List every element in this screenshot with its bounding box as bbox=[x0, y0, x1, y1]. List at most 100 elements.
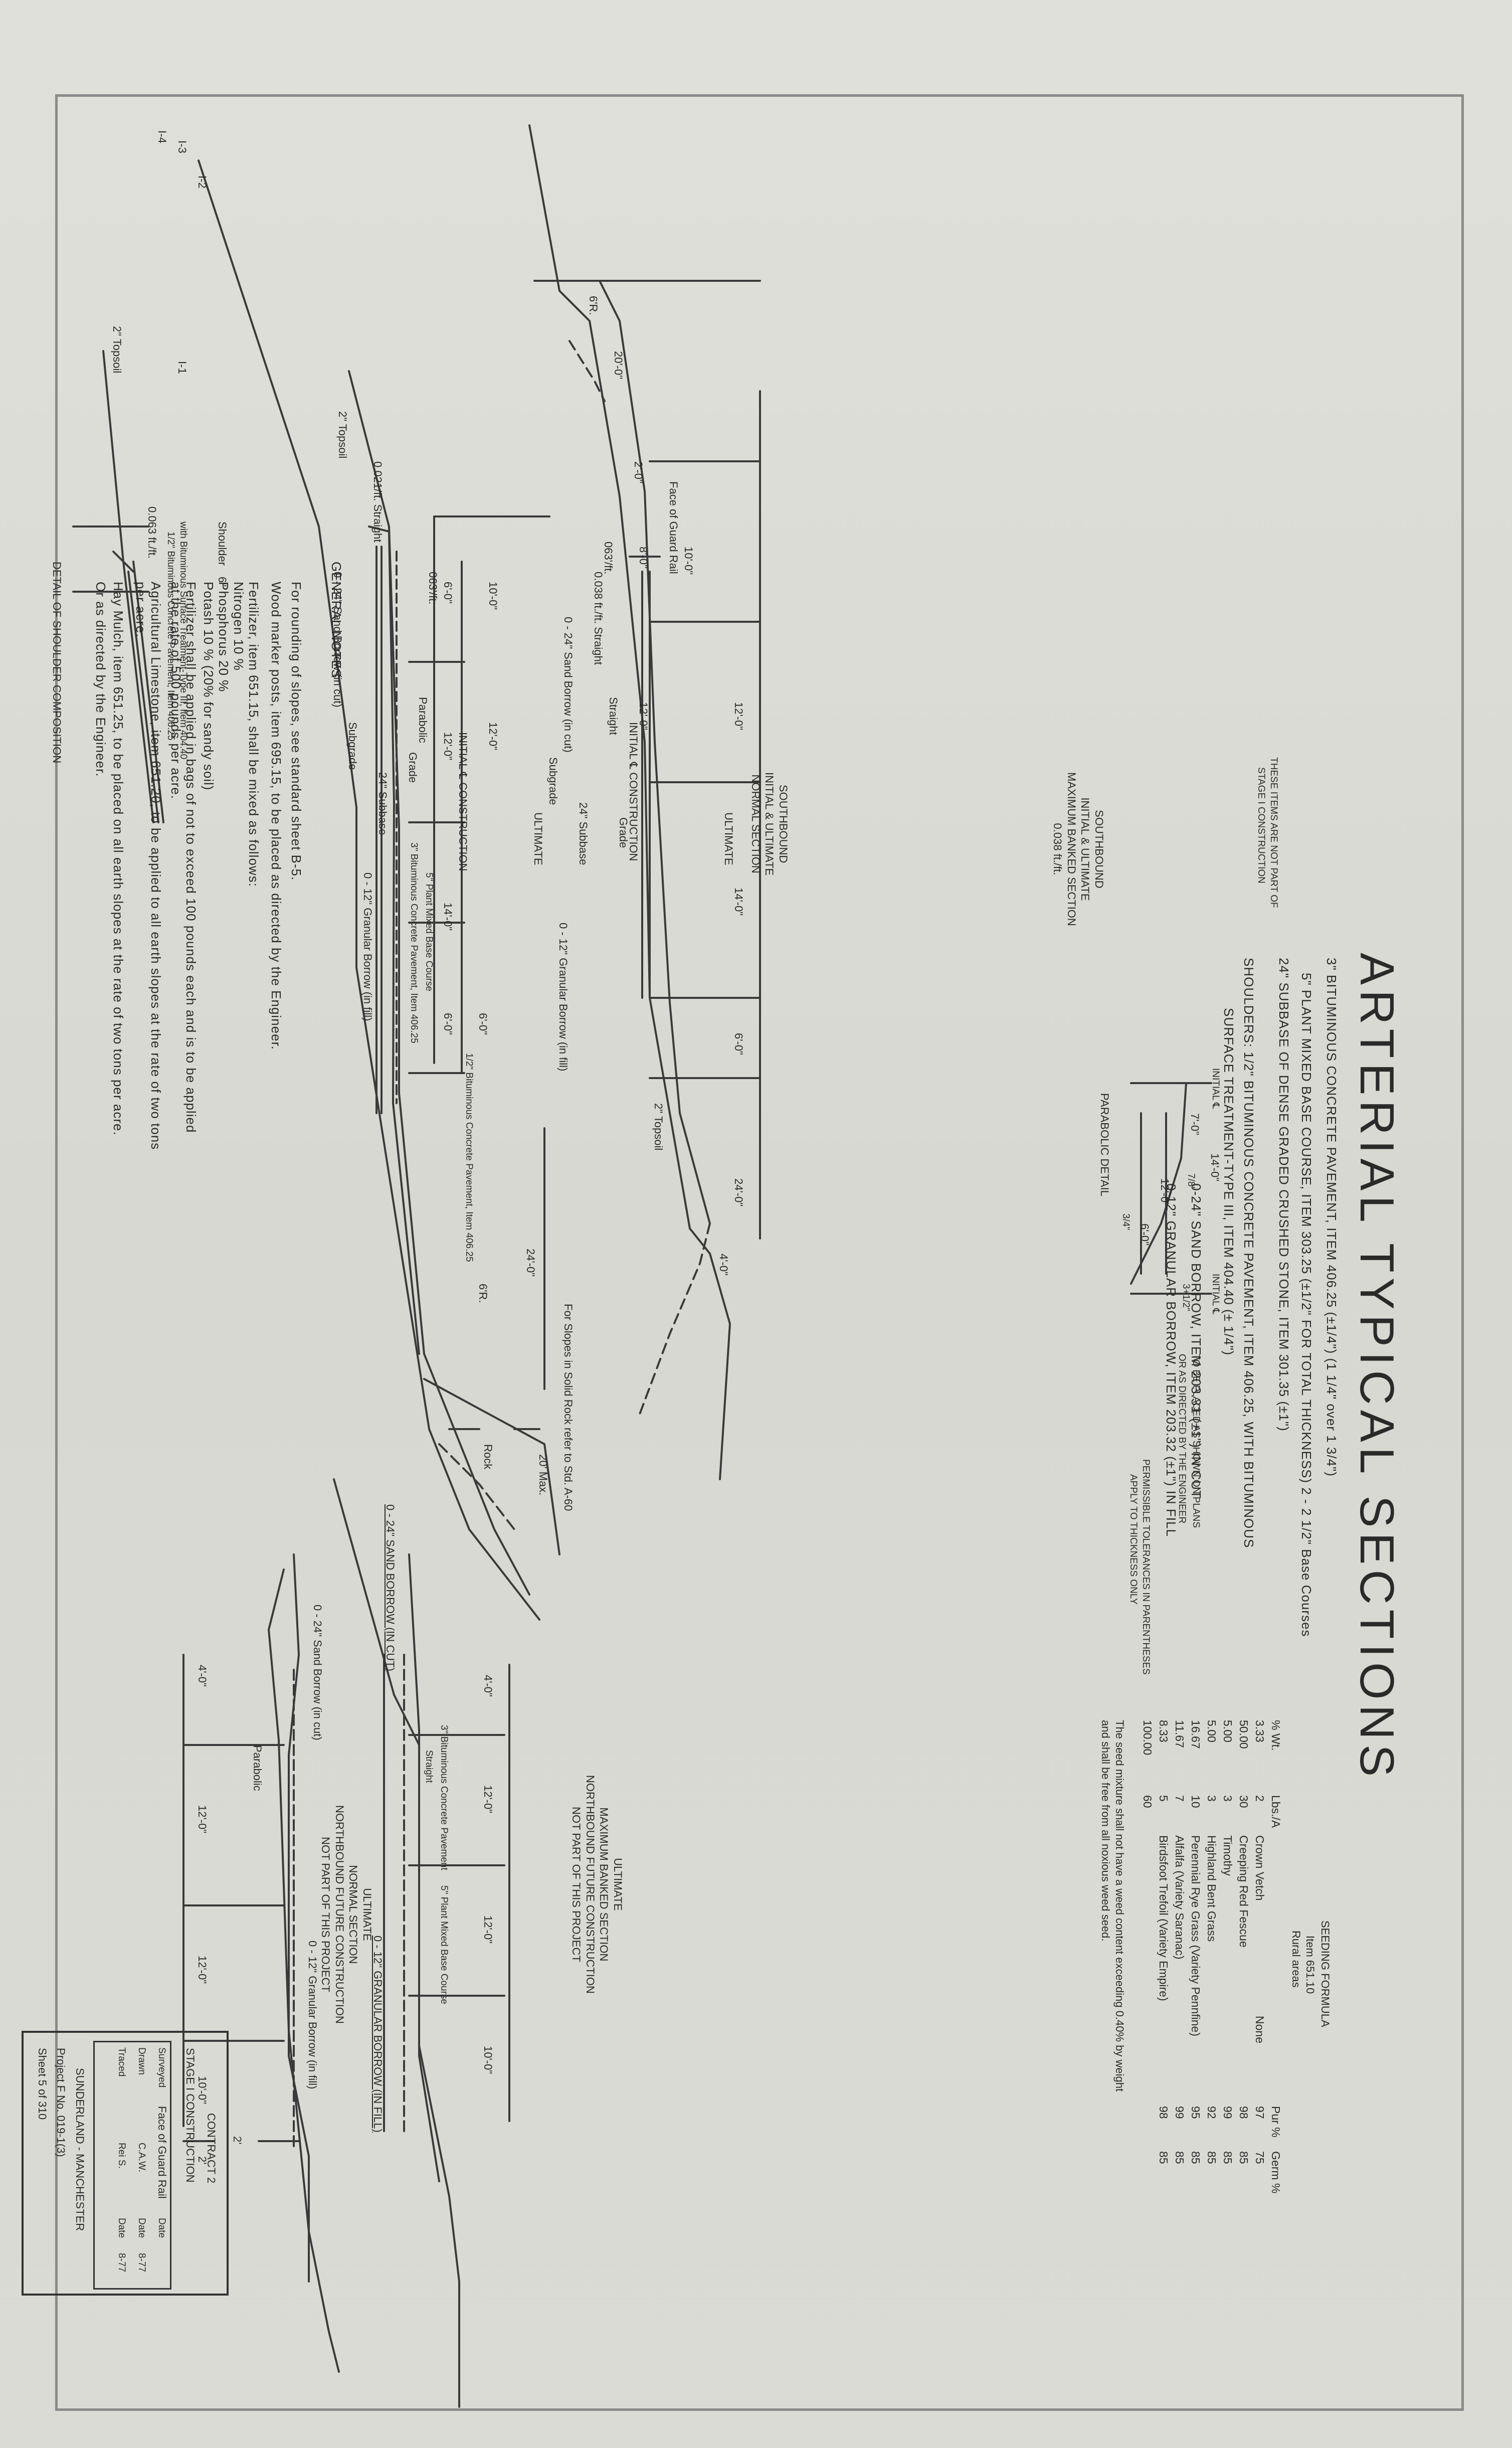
nb-banked-base: 5" Plant Mixed Base Course bbox=[439, 1885, 449, 2004]
tolerance-note-2: APPLY TO THICKNESS ONLY bbox=[1128, 1474, 1139, 1605]
seeding-col-none: None bbox=[1253, 2016, 1266, 2043]
normal-parabolic: Parabolic bbox=[417, 697, 429, 743]
banked-section-drawing bbox=[528, 124, 761, 1480]
nb-banked-dim-1: 4'-0" bbox=[482, 1675, 494, 1697]
nb-banked-drawing bbox=[333, 1478, 510, 2408]
parabolic-detail-drawing bbox=[1130, 1082, 1212, 1295]
nb-banked-dim-2: 12'-0" bbox=[482, 1785, 494, 1814]
title-block-stage: STAGE I CONSTRUCTION bbox=[184, 2048, 197, 2183]
normal-base-note: 5" Plant Mixed Base Course bbox=[424, 872, 434, 991]
general-note-7: Fertilizer shall be applied in bags of n… bbox=[183, 582, 199, 1133]
title-block: CONTRACT 2 STAGE I CONSTRUCTION Surveyed… bbox=[22, 2031, 229, 2296]
banked-sand-borrow: 0 - 24" Sand Borrow (in cut) bbox=[562, 617, 575, 753]
page-title: ARTERIAL TYPICAL SECTIONS bbox=[1350, 953, 1404, 1782]
stage-note-1: THESE ITEMS ARE NOT PART OF bbox=[1268, 757, 1279, 908]
normal-dim-8: 24'-0" bbox=[524, 1249, 537, 1277]
parabolic-label-34: 3/4" bbox=[1120, 1213, 1131, 1231]
parabolic-dim-3: 12'-0" bbox=[1159, 1178, 1171, 1207]
banked-guard-rail: Face of Guard Rail bbox=[667, 481, 680, 574]
banked-slope: 0.038 ft./ft. Straight bbox=[592, 572, 605, 665]
nb-normal-dim-5: 2' bbox=[231, 2136, 244, 2145]
banked-ultimate-label: ULTIMATE bbox=[722, 812, 735, 865]
banked-dim-9: 4'-0" bbox=[717, 1254, 730, 1276]
nb-banked-straight: Straight bbox=[424, 1750, 434, 1783]
nb-banked-pavement: 3" Bituminous Concrete Pavement bbox=[439, 1725, 449, 1870]
title-block-sheet: Sheet 5 of 310 bbox=[36, 2048, 49, 2120]
nb-normal-dim-2: 12'-0" bbox=[196, 1805, 209, 1834]
banked-dim-5: 12'-0" bbox=[637, 702, 650, 731]
parabolic-dim-2: 7'-0" bbox=[1189, 1113, 1201, 1135]
seeding-col-lbs: Lbs./A 2 30 3 3 10 7 5 60 bbox=[1141, 1795, 1282, 1828]
general-note-10: per acre. bbox=[133, 582, 148, 638]
signoff-traced-date: 8-77 bbox=[116, 2253, 127, 2272]
parabolic-caption: PARABOLIC DETAIL bbox=[1098, 1093, 1111, 1196]
seeding-area: Rural areas bbox=[1290, 1931, 1302, 1988]
seeding-col-name: Crown Vetch Creeping Red Fescue Timothy … bbox=[1157, 1835, 1266, 2036]
seeding-col-pur: Pur % 97 98 99 92 95 99 98 bbox=[1157, 2106, 1282, 2138]
general-note-2: Wood marker posts, item 695.15, to be pl… bbox=[269, 582, 284, 1050]
normal-granular-borrow: 0 - 12" Granular Borrow (in fill) bbox=[361, 872, 374, 1021]
general-note-3: Fertilizer, item 651.15, shall be mixed … bbox=[246, 582, 261, 887]
banked-sr: 6'R. bbox=[587, 296, 600, 315]
parabolic-initial-1: INITIAL ℄ bbox=[1210, 1068, 1221, 1109]
placement-note-2: OR AS DIRECTED BY THE ENGINEER bbox=[1177, 1354, 1187, 1524]
shoulder-detail-drawing bbox=[72, 350, 164, 823]
seeding-item: Item 651.10 bbox=[1304, 1936, 1316, 1994]
normal-slope-2: 063'/ft. bbox=[427, 572, 439, 605]
signoff-traced: Traced bbox=[116, 2047, 127, 2077]
title-block-contract: CONTRACT 2 bbox=[205, 2113, 218, 2184]
normal-dim-2: 6'-0" bbox=[442, 582, 454, 604]
normal-slope-1: 0.021/ft. Straight bbox=[371, 461, 384, 543]
normal-section-drawing bbox=[198, 159, 560, 1621]
sheet-border bbox=[55, 94, 1464, 2411]
spec-line-1: 3" BITUMINOUS CONCRETE PAVEMENT, ITEM 40… bbox=[1324, 958, 1339, 1477]
signoff-drawn-date: 8-77 bbox=[136, 2253, 147, 2272]
stage-note-2: STAGE I CONSTRUCTION bbox=[1256, 767, 1266, 884]
nb-normal-dim-1: 4'-0" bbox=[196, 1665, 209, 1687]
seeding-note-1: The seed mixture shall not have a weed c… bbox=[1113, 1720, 1126, 2092]
general-note-6: Potash 10 % (20% for sandy soil) bbox=[201, 582, 216, 791]
signoff-drawn: Drawn bbox=[136, 2047, 147, 2075]
line-label-i2: I-2 bbox=[196, 176, 209, 189]
seeding-col-wt: % Wt. 3.33 50.00 5.00 5.00 16.67 11.67 8… bbox=[1141, 1720, 1282, 1756]
banked-granular-borrow: 0 - 12" Granular Borrow (in fill) bbox=[557, 923, 570, 1072]
signoff-drawn-by: C.A.W. bbox=[136, 2143, 147, 2173]
banked-slope-2: 063'/ft. bbox=[602, 542, 615, 575]
nb-normal-caption: ULTIMATE NORMAL SECTION NORTHBOUND FUTUR… bbox=[319, 1805, 374, 2024]
normal-shoulder-pavement: 1/2" Bituminous Concrete Pavement, Item … bbox=[464, 1053, 474, 1262]
normal-pavement-note: 3" Bituminous Concrete Pavement, Item 40… bbox=[409, 842, 419, 1043]
normal-subgrade: Subgrade bbox=[346, 722, 359, 770]
banked-straight: Straight bbox=[607, 697, 620, 735]
general-note-9: Agricultural Limestone, item 651.20, to … bbox=[148, 582, 163, 1150]
signoff-surveyed: Surveyed bbox=[156, 2047, 167, 2088]
normal-dim-1: 10'-0" bbox=[487, 582, 499, 610]
normal-initial-construction: INITIAL ℄ CONSTRUCTION bbox=[457, 732, 469, 871]
line-label-i4: I-4 bbox=[156, 130, 168, 143]
banked-dim-4: 12'-0" bbox=[732, 702, 745, 731]
nb-normal-drawing bbox=[182, 1553, 340, 2373]
banked-subgrade: Subgrade bbox=[547, 757, 559, 805]
spec-line-3: 24" SUBBASE OF DENSE GRADED CRUSHED STON… bbox=[1276, 958, 1291, 1432]
parabolic-dim-4: 6'-0" bbox=[1139, 1223, 1151, 1246]
normal-dim-6: 6'-0" bbox=[442, 1013, 454, 1035]
general-note-4: Nitrogen 10 % bbox=[231, 582, 246, 671]
general-note-12: Or as directed by the Engineer. bbox=[93, 582, 108, 777]
banked-subbase: 24" Subbase bbox=[577, 802, 590, 865]
normal-dim-3: 12'-0" bbox=[487, 722, 499, 751]
nb-banked-caption-block: ULTIMATE MAXIMUM BANKED SECTION NORTHBOU… bbox=[570, 1775, 625, 1994]
general-note-1: For rounding of slopes, see standard she… bbox=[289, 582, 304, 881]
normal-dim-9: 20' Max. bbox=[537, 1454, 549, 1496]
general-note-8: at the rate of 500 pounds per acre. bbox=[168, 582, 183, 799]
nb-banked-sand-borrow: 0 - 24" SAND BORROW (IN CUT) bbox=[384, 1504, 397, 1671]
seeding-note-2: and shall be free from all noxious weed … bbox=[1099, 1720, 1112, 1942]
banked-dim-2: 10'-0" bbox=[682, 547, 695, 575]
banked-dim-7: 6'-0" bbox=[732, 1033, 745, 1055]
nb-banked-dim-4: 10'-0" bbox=[482, 2046, 494, 2074]
nb-banked-dim-3: 12'-0" bbox=[482, 1915, 494, 1944]
placement-note-1: TO BE PLACED AS SHOWN ON PLANS bbox=[1191, 1354, 1201, 1528]
banked-dim-8: 24'-0" bbox=[732, 1178, 745, 1207]
seeding-title: SEEDING FORMULA bbox=[1319, 1920, 1332, 2027]
line-label-i3: I-3 bbox=[176, 140, 188, 153]
title-block-location: SUNDERLAND - MANCHESTER bbox=[74, 2068, 86, 2231]
